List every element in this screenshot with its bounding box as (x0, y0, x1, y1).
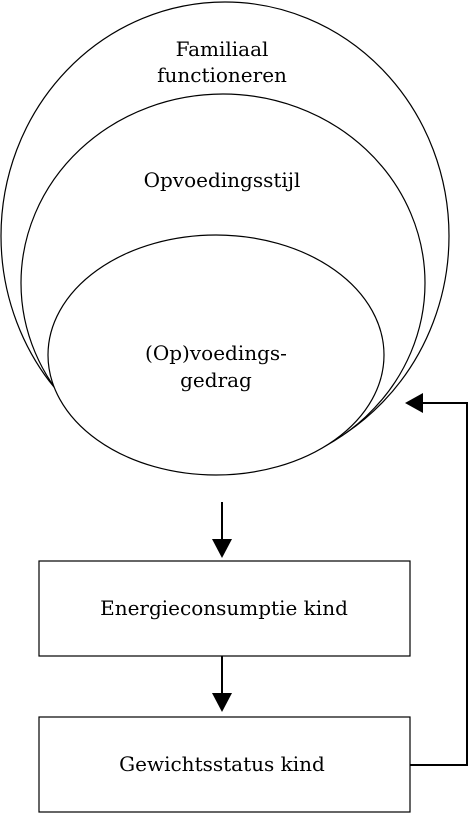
arrow-circles-to-energy (212, 502, 232, 558)
middle-circle-label: Opvoedingsstijl (144, 168, 301, 192)
box-weight-label: Gewichtsstatus kind (119, 752, 325, 776)
arrow-feedback-weight-to-circles (405, 393, 468, 766)
box-energy (38, 560, 411, 657)
box-weight (38, 716, 411, 813)
outer-circle-label-line2: functioneren (157, 63, 287, 87)
box-energy-group: Energieconsumptie kind (38, 560, 411, 657)
inner-circle (47, 234, 385, 476)
inner-circle-label-line1: (Op)voedings- (145, 341, 287, 365)
box-energy-label: Energieconsumptie kind (100, 596, 348, 620)
outer-circle-label-line1: Familiaal (176, 37, 269, 61)
box-weight-group: Gewichtsstatus kind (38, 716, 411, 813)
inner-circle-group: (Op)voedings- gedrag (47, 234, 385, 476)
inner-circle-label-line2: gedrag (180, 368, 252, 392)
arrow-energy-to-weight (212, 656, 232, 712)
